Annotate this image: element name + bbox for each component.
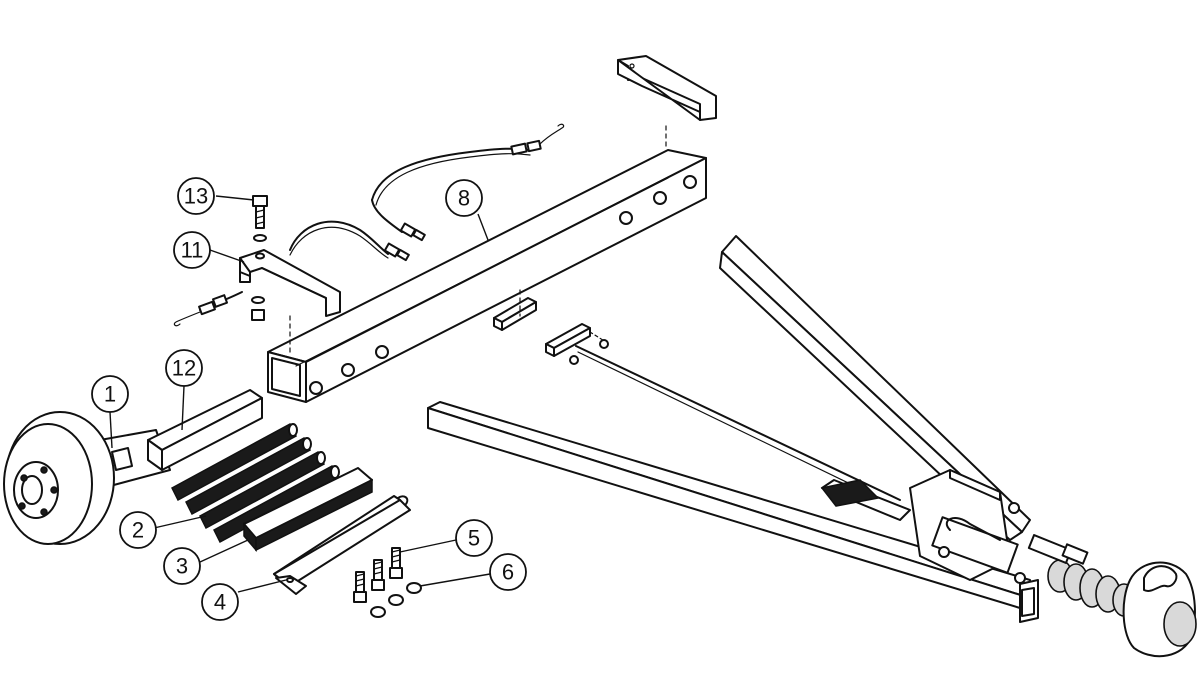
callout-1: 1 — [91, 375, 129, 413]
svg-text:13: 13 — [184, 184, 208, 209]
svg-text:12: 12 — [172, 356, 196, 381]
svg-text:5: 5 — [468, 526, 480, 551]
callout-2: 2 — [119, 511, 157, 549]
clamp-plates — [493, 289, 609, 365]
callout-4: 4 — [201, 583, 239, 621]
callout-3: 3 — [163, 547, 201, 585]
svg-text:8: 8 — [458, 186, 470, 211]
bellows — [1047, 559, 1136, 617]
svg-text:6: 6 — [502, 560, 514, 585]
callout-13: 13 — [177, 177, 215, 215]
bolt — [251, 195, 268, 321]
callout-11: 11 — [173, 231, 211, 269]
svg-text:2: 2 — [132, 518, 144, 543]
callout-12: 12 — [165, 349, 203, 387]
callout-5: 5 — [455, 519, 493, 557]
mounting-bracket — [239, 249, 341, 353]
callout-6: 6 — [489, 553, 527, 591]
axle-stub-bar — [147, 389, 263, 471]
svg-text:1: 1 — [104, 382, 116, 407]
brake-cables — [173, 123, 565, 327]
svg-text:4: 4 — [214, 590, 226, 615]
rods — [171, 422, 340, 544]
axle-hub — [3, 411, 171, 545]
svg-text:3: 3 — [176, 554, 188, 579]
slotted-strip — [273, 495, 411, 595]
drawbar-frame — [427, 235, 1039, 623]
nuts — [370, 582, 422, 618]
top-bracket — [617, 55, 717, 151]
callout-8: 8 — [445, 179, 483, 217]
screws — [353, 547, 403, 603]
leader-lines — [109, 195, 491, 593]
flat-plate — [243, 467, 373, 553]
coupling-head — [820, 469, 1197, 658]
svg-text:11: 11 — [181, 238, 204, 263]
cross-beam — [267, 149, 707, 403]
